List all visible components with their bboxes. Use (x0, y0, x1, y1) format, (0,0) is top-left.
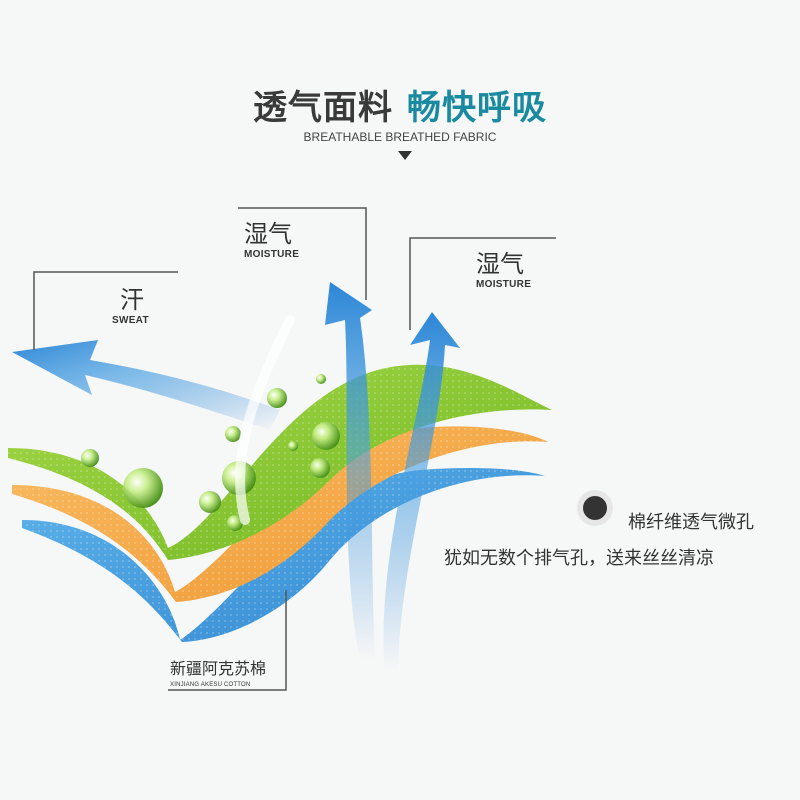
cotton-callout-line (168, 590, 287, 691)
sweat-arrow (12, 340, 280, 430)
airflow-wisp (235, 315, 295, 525)
moisture-label-right: 湿气 MOISTURE (476, 244, 531, 290)
moisture-arrow-left (325, 282, 375, 660)
moisture-label-left: 湿气 MOISTURE (244, 214, 299, 260)
moisture-label-left-en: MOISTURE (244, 249, 300, 260)
water-droplets (81, 374, 340, 531)
moisture-label-right-en: MOISTURE (476, 279, 532, 290)
moisture-right-callout-line (409, 237, 556, 330)
moisture-label-right-cn: 湿气 (476, 250, 524, 278)
page-title: 透气面料畅快呼吸 (0, 80, 800, 129)
feature-line-2: 犹如无数个排气孔，送来丝丝清凉 (444, 548, 714, 569)
down-triangle-icon (398, 151, 412, 160)
cotton-label-en: XINJIANG AKESU COTTON (170, 682, 251, 688)
callout-lines (33, 207, 556, 691)
feature-line-1: 棉纤维透气微孔 (628, 512, 754, 533)
bullet-dot-icon (583, 496, 607, 520)
sweat-callout-line (33, 271, 178, 350)
green-fabric-layer (8, 364, 552, 560)
cotton-label-cn: 新疆阿克苏棉 (170, 659, 267, 678)
sweat-label-en: SWEAT (112, 315, 149, 326)
cotton-label: 新疆阿克苏棉 XINJIANG AKESU COTTON (170, 655, 266, 688)
sweat-label-cn: 汗 (120, 286, 144, 314)
title-part-2: 畅快呼吸 (407, 88, 547, 128)
subtitle: BREATHABLE BREATHED FABRIC (303, 130, 497, 144)
moisture-label-left-cn: 湿气 (244, 220, 292, 248)
moisture-left-callout-line (238, 207, 367, 300)
title-part-1: 透气面料 (253, 88, 393, 128)
moisture-arrow-right (383, 312, 460, 670)
sweat-label: 汗 SWEAT (112, 280, 149, 326)
